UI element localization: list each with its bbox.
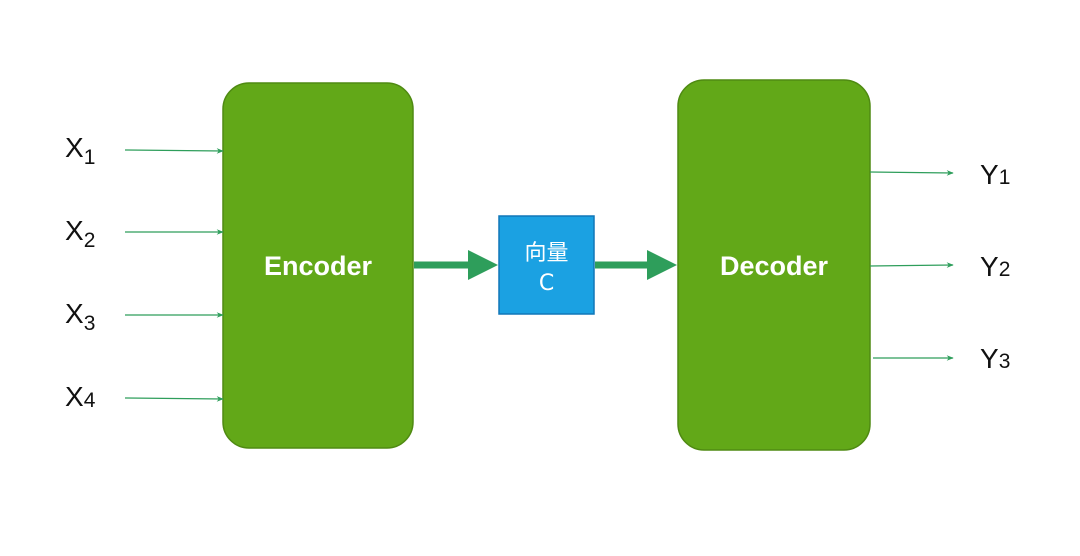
output-arrow-y1 [869, 170, 954, 176]
context-vector-label-line2: C [539, 271, 554, 296]
input-label-x4: X4 [65, 381, 96, 412]
decoder-label: Decoder [720, 251, 829, 281]
output-label-y2: Y2 [980, 251, 1010, 282]
output-arrow-y2 [869, 262, 954, 268]
decoder-block [677, 79, 871, 451]
input-arrow-x4 [124, 396, 224, 402]
input-label-x2: X2 [65, 215, 95, 252]
output-label-y1: Y1 [980, 159, 1010, 190]
vector-to-decoder-arrow [595, 250, 677, 280]
encoder-to-vector-arrow [414, 250, 498, 280]
output-label-y3: Y3 [980, 343, 1010, 374]
input-arrow-x1 [124, 148, 224, 154]
input-label-x3: X3 [65, 298, 95, 335]
context-vector-box [498, 215, 595, 315]
context-vector-label-line1: 向量 [524, 241, 568, 266]
encoder-block [222, 82, 414, 449]
input-label-x1: X1 [65, 132, 95, 169]
encoder-label: Encoder [264, 251, 373, 281]
